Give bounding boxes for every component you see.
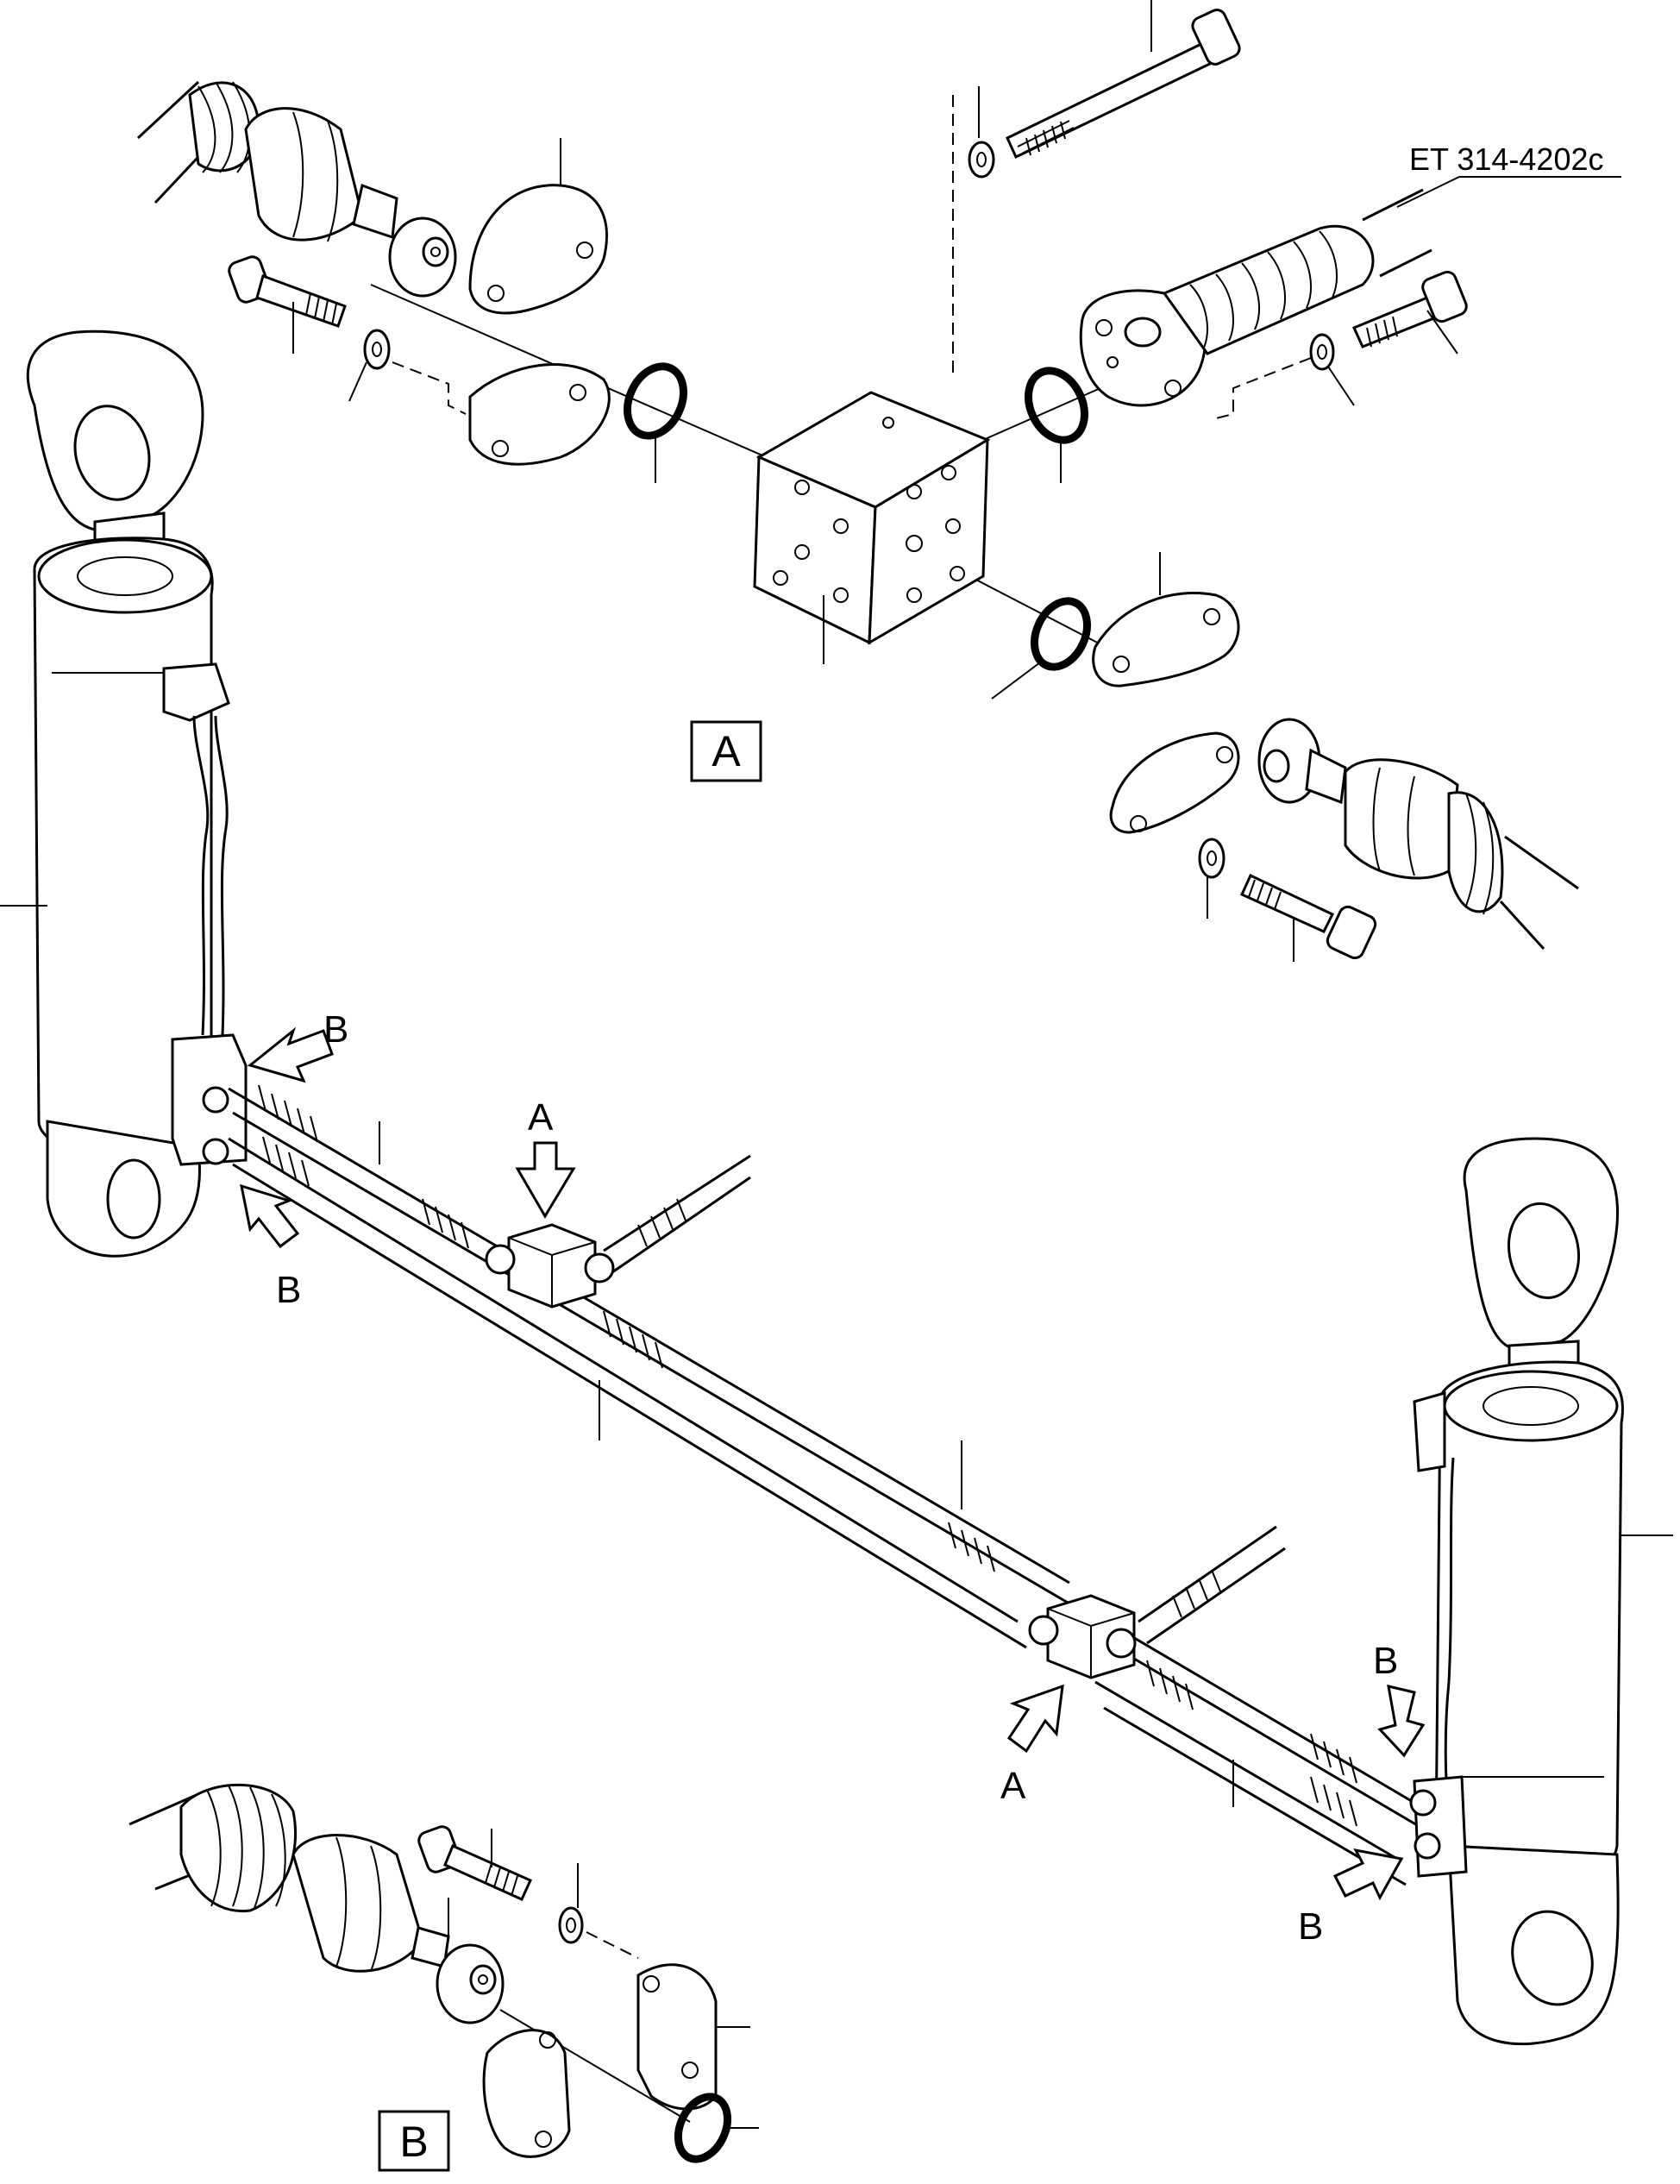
callout-b-upper-right: B	[1373, 1640, 1426, 1758]
washer-icon	[1198, 838, 1226, 919]
hose-icon	[179, 1783, 505, 2024]
tee-fitting-icon	[485, 1223, 615, 1309]
flange-clamp-icon	[468, 138, 608, 315]
bolt-icon	[1351, 270, 1468, 355]
reference-label: ET 314-4202c	[1396, 141, 1621, 208]
pointer-arrow-icon	[1377, 1685, 1426, 1758]
callout-b-label: B	[1298, 1905, 1323, 1948]
detail-box-b-label: B	[399, 2118, 428, 2166]
o-ring-icon	[624, 362, 687, 483]
pointer-arrow-icon	[515, 1141, 576, 1219]
flange-clamp-icon	[468, 363, 611, 466]
hose-icon	[1257, 718, 1579, 951]
bolt-icon	[1240, 873, 1377, 962]
valve-block-icon	[753, 391, 991, 664]
hose-icon	[228, 1084, 1424, 1886]
callout-b-label: B	[323, 1008, 348, 1051]
callout-a-label: A	[1000, 1765, 1026, 1807]
pointer-arrow-icon	[240, 1183, 300, 1249]
hose-icon	[1079, 188, 1432, 407]
washer-icon	[348, 329, 391, 402]
hydraulic-cylinder-icon	[1409, 1137, 1673, 2046]
flange-clamp-icon	[1109, 731, 1240, 834]
bolt-icon	[1006, 0, 1241, 160]
reference-code: ET 314-4202c	[1409, 141, 1604, 177]
washer-icon	[558, 1863, 584, 1944]
detail-box-a-label: A	[711, 727, 741, 775]
o-ring-icon	[991, 597, 1091, 700]
callout-b-lower-right: B	[1298, 1848, 1404, 1948]
callout-a-lower: A	[1000, 1684, 1064, 1807]
detail-b: B	[129, 1783, 759, 2172]
callout-b-label: B	[1373, 1640, 1398, 1682]
washer-icon	[968, 141, 995, 179]
flange-clamp-icon	[1092, 552, 1240, 687]
detail-a: A	[136, 0, 1579, 962]
flange-clamp-icon	[636, 1963, 750, 2111]
callout-b-lower-left: B	[240, 1183, 301, 1311]
callout-b-label: B	[276, 1269, 301, 1311]
flange-clamp-icon	[482, 2029, 571, 2158]
o-ring-icon	[674, 2093, 759, 2163]
detail-box-b: B	[378, 2110, 450, 2172]
bolt-icon	[417, 1825, 532, 1901]
callout-a-upper: A	[515, 1096, 576, 1219]
hydraulic-cylinder-icon	[0, 329, 248, 1258]
bolt-icon	[228, 255, 347, 354]
detail-box-a: A	[690, 720, 762, 782]
pointer-arrow-icon	[247, 1026, 334, 1083]
hose-icon	[136, 80, 457, 298]
callout-a-label: A	[528, 1096, 554, 1139]
pointer-arrow-icon	[1006, 1684, 1064, 1754]
callout-b-upper-left: B	[247, 1008, 348, 1083]
tee-fitting-icon	[1028, 1594, 1137, 1679]
washer-icon	[1309, 333, 1355, 406]
o-ring-icon	[1025, 367, 1088, 483]
pointer-arrow-icon	[1332, 1848, 1404, 1901]
